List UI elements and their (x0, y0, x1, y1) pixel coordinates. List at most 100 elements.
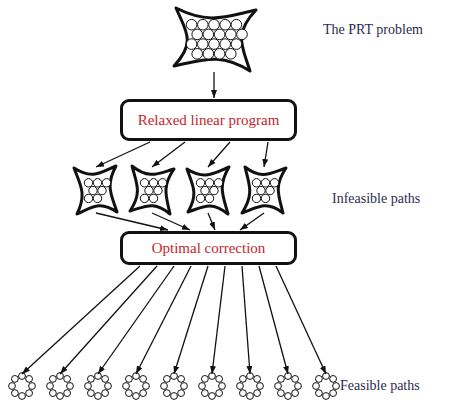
path-node (247, 393, 254, 400)
path-node (216, 376, 223, 383)
flow-arrow (212, 266, 225, 374)
path-node (240, 390, 247, 397)
path-node (333, 383, 340, 390)
path-node (164, 390, 171, 397)
path-node (105, 383, 112, 390)
path-node (178, 390, 185, 397)
box-label: Optimal correction (152, 240, 266, 257)
path-node (330, 390, 337, 397)
path-node (125, 376, 132, 383)
flow-arrow (136, 266, 191, 374)
path-node (186, 39, 197, 50)
path-node (261, 179, 269, 187)
path-node (192, 29, 203, 40)
path-node (237, 29, 248, 40)
path-node (98, 186, 106, 194)
path-node (292, 390, 299, 397)
path-node (89, 186, 97, 194)
path-node (254, 390, 261, 397)
path-node (84, 194, 92, 202)
problem-blob (174, 8, 256, 71)
path-node (240, 376, 247, 383)
flow-arrow (60, 266, 157, 374)
path-node (57, 393, 64, 400)
path-node (275, 383, 282, 390)
path-node (209, 393, 216, 400)
feasible-ring (275, 373, 302, 400)
path-node (252, 179, 260, 187)
infeasible-blob (130, 166, 174, 214)
path-node (237, 383, 244, 390)
path-node (226, 49, 237, 60)
box-label: Relaxed linear program (138, 112, 280, 129)
path-node (205, 179, 213, 187)
process-box: Optimal correction (120, 231, 297, 265)
blob-outline (130, 166, 174, 214)
path-node (88, 390, 95, 397)
feasible-ring (313, 373, 340, 400)
path-node (143, 383, 150, 390)
path-node (192, 49, 203, 60)
stage-label: Infeasible paths (332, 191, 420, 207)
path-node (47, 383, 54, 390)
feasible-ring (199, 373, 226, 400)
path-node (125, 390, 132, 397)
path-node (154, 186, 162, 194)
path-node (123, 383, 130, 390)
path-node (164, 376, 171, 383)
path-node (158, 179, 166, 187)
flow-arrow (276, 266, 326, 374)
path-node (330, 376, 337, 383)
path-node (198, 19, 209, 30)
path-node (186, 19, 197, 30)
path-node (261, 194, 269, 202)
feasible-ring (85, 373, 112, 400)
path-node (181, 383, 188, 390)
flow-arrow (242, 266, 250, 374)
path-node (220, 39, 231, 50)
path-node (12, 390, 19, 397)
flow-arrow (208, 213, 215, 230)
path-node (313, 383, 320, 390)
path-node (202, 376, 209, 383)
path-node (64, 376, 71, 383)
path-node (19, 393, 26, 400)
flow-arrow (174, 266, 208, 374)
path-node (171, 393, 178, 400)
path-node (102, 390, 109, 397)
path-node (202, 390, 209, 397)
path-node (199, 383, 206, 390)
path-node (84, 179, 92, 187)
path-node (178, 376, 185, 383)
flow-arrow (96, 142, 150, 167)
path-node (205, 194, 213, 202)
path-node (203, 49, 214, 60)
infeasible-blob (242, 167, 286, 213)
path-node (201, 186, 209, 194)
flow-arrow (22, 266, 140, 374)
path-node (214, 49, 225, 60)
path-node (9, 383, 16, 390)
path-node (257, 186, 265, 194)
path-node (257, 383, 264, 390)
flow-arrow (240, 213, 264, 230)
path-node (295, 383, 302, 390)
path-node (254, 376, 261, 383)
path-node (26, 390, 33, 397)
path-node (149, 194, 157, 202)
path-node (203, 29, 214, 40)
blob-outline (242, 167, 286, 213)
path-node (26, 376, 33, 383)
path-node (12, 376, 19, 383)
path-node (140, 390, 147, 397)
path-node (209, 19, 220, 30)
path-node (145, 186, 153, 194)
feasible-ring (123, 373, 150, 400)
path-node (270, 179, 278, 187)
path-node (214, 29, 225, 40)
path-node (219, 383, 226, 390)
path-node (149, 179, 157, 187)
path-node (140, 376, 147, 383)
